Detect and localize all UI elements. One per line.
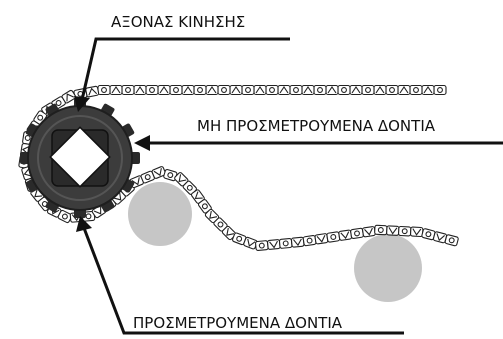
chain-link [229, 84, 243, 96]
chain-link [433, 84, 447, 96]
chain-link [374, 224, 388, 236]
chain-link [85, 85, 100, 98]
chain-link [255, 240, 269, 252]
chain-link [361, 84, 375, 96]
chain-link [337, 84, 351, 96]
chain-link [151, 166, 167, 179]
chain-link [326, 231, 341, 243]
idler-roller-right [354, 234, 422, 302]
chain-link [277, 84, 291, 96]
chain-link [444, 234, 459, 247]
chain-link [421, 228, 436, 241]
square-shaft-bore [49, 126, 111, 188]
label-drive-shaft: ΑΞΟΝΑΣ ΚΙΝΗΣΗΣ [111, 13, 246, 31]
chain-link [289, 84, 303, 96]
chain-link [385, 84, 399, 96]
label-measured-teeth: ΠΡΟΣΜΕΤΡΟΥΜΕΝΑ ΔΟΝΤΙΑ [133, 314, 343, 332]
chain-link [350, 227, 364, 240]
leader-unmeasured-teeth [134, 135, 503, 151]
chain-link [338, 229, 353, 241]
chain-link [205, 84, 219, 96]
chain-link [386, 225, 400, 236]
chain-link [373, 84, 387, 96]
chain-link [398, 225, 412, 237]
chain-link [432, 231, 448, 244]
chain-link [410, 226, 424, 238]
chain-link [301, 84, 315, 96]
chain-link [267, 239, 281, 250]
chain-link [133, 84, 147, 96]
chain-link [325, 84, 339, 96]
chain-link [109, 84, 123, 96]
chain-link [121, 84, 135, 96]
chain-link [397, 84, 411, 96]
sprocket-rim [37, 115, 123, 201]
chain-link [157, 84, 171, 96]
chain-link [409, 84, 423, 96]
idler-roller-left [128, 182, 192, 246]
chain-link [349, 84, 363, 96]
label-unmeasured-teeth: ΜΗ ΠΡΟΣΜΕΤΡΟΥΜΕΝΑ ΔΟΝΤΙΑ [197, 117, 436, 135]
chain-link [362, 226, 376, 238]
chain-link [278, 237, 293, 249]
chain-link [169, 84, 183, 96]
chain-link [302, 234, 317, 247]
chain-link [290, 236, 305, 248]
leader-measured-teeth [76, 216, 404, 335]
chain-link [313, 84, 327, 96]
leader-drive-shaft [74, 37, 290, 112]
chain-link [181, 84, 195, 96]
chain-link [421, 84, 435, 96]
chain-link [140, 170, 155, 184]
chain-link [314, 233, 329, 245]
chain-link [145, 84, 159, 96]
chain-link [241, 84, 255, 96]
chain-link [193, 84, 207, 96]
chain-link [97, 84, 111, 96]
chain-link [265, 84, 279, 96]
chain-link [253, 84, 267, 96]
chain-link [217, 84, 231, 96]
